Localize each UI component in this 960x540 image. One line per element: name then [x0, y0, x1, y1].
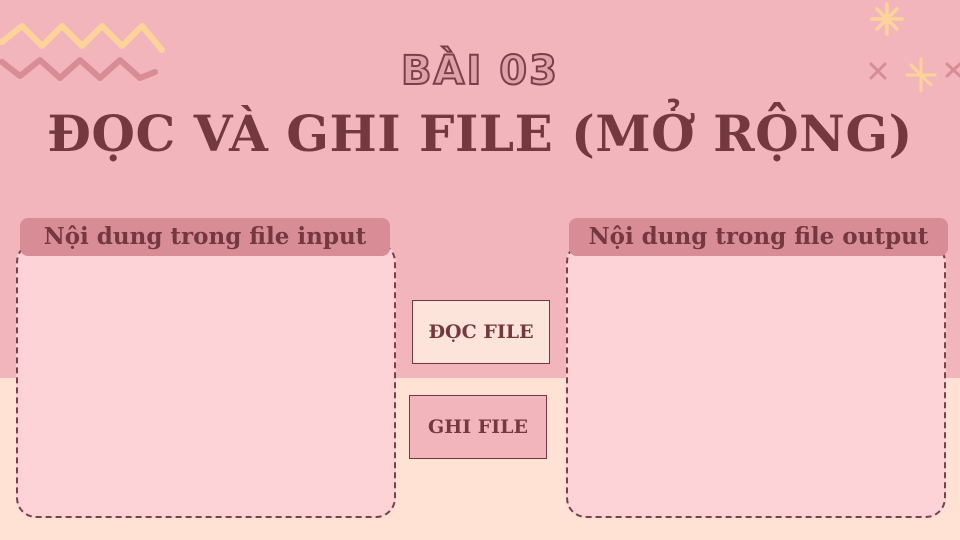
page-title: ĐỌC VÀ GHI FILE (MỞ RỘNG) [47, 104, 913, 163]
cross-icon [869, 62, 887, 80]
write-file-label: GHI FILE [428, 416, 528, 438]
sparkle-star-icon [905, 57, 937, 93]
zigzag-pink-icon [0, 57, 158, 81]
write-file-button[interactable]: GHI FILE [409, 395, 547, 459]
zigzag-yellow-icon [0, 23, 165, 53]
sparkle-star-icon [870, 2, 904, 36]
output-panel-label: Nội dung trong file output [569, 218, 948, 256]
lesson-label: BÀI 03 [400, 47, 559, 95]
cross-icon [945, 62, 960, 78]
read-file-label: ĐỌC FILE [428, 321, 534, 343]
output-content-panel[interactable] [566, 242, 946, 518]
input-panel-label: Nội dung trong file input [20, 218, 390, 256]
read-file-button[interactable]: ĐỌC FILE [412, 300, 550, 364]
input-content-panel[interactable] [16, 242, 396, 518]
